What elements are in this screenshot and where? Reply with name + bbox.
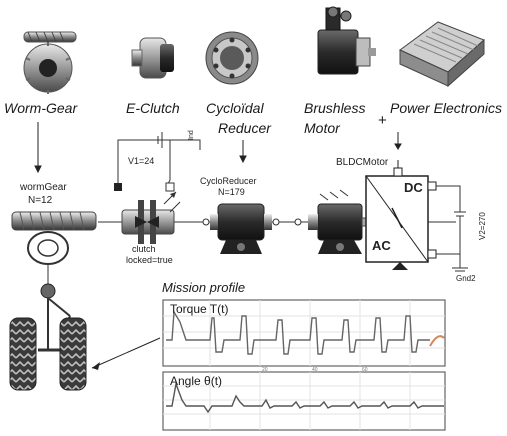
mission-profile-title: Mission profile <box>162 280 246 295</box>
worm-gear-photo-icon <box>23 31 77 94</box>
tick-label-20: 20 <box>262 367 268 373</box>
power-electronics-caption: Power Electronics <box>390 100 503 116</box>
left-wheel-icon <box>9 317 37 391</box>
cycloidal-caption-line2: Reducer <box>218 120 271 136</box>
ind-label: Ind <box>188 130 195 140</box>
e-clutch-caption: E-Clutch <box>126 100 180 116</box>
cyclo-reducer-model <box>202 203 280 254</box>
cycloidal-caption-line1: Cycloïdal <box>206 100 264 116</box>
dc-label: DC <box>404 180 423 195</box>
right-wheel-icon <box>59 317 87 391</box>
dc-ac-converter <box>365 160 468 272</box>
ground-label: Gnd2 <box>456 274 476 283</box>
torque-trace <box>166 309 430 355</box>
bldc-motor-name: BLDCMotor <box>336 157 389 168</box>
torque-chart <box>162 299 446 367</box>
clutch-name: clutch <box>132 244 156 254</box>
brushless-caption-line1: Brushless <box>304 100 366 116</box>
e-clutch-model <box>114 132 201 244</box>
angle-chart <box>162 371 446 431</box>
cycloidal-reducer-photo-icon <box>205 31 259 85</box>
worm-gear-model <box>11 211 97 299</box>
brushless-motor-photo-icon <box>317 6 376 75</box>
cyclo-reducer-param: N=179 <box>218 187 245 197</box>
cyclo-reducer-name: CycloReducer <box>200 176 257 186</box>
angle-chart-label: Angle θ(t) <box>170 374 223 388</box>
brushless-caption-line2: Motor <box>304 120 340 136</box>
profile-pointer <box>91 337 161 369</box>
worm-gear-name: wormGear <box>20 182 67 193</box>
e-clutch-photo-icon <box>131 37 174 79</box>
plus-sign: + <box>378 112 387 129</box>
tick-label-40: 40 <box>312 367 318 373</box>
clutch-param: locked=true <box>126 255 173 265</box>
worm-gear-caption: Worm-Gear <box>4 100 78 116</box>
v2-source-label: V2=270 <box>478 212 487 240</box>
worm-gear-param: N=12 <box>28 195 53 206</box>
torque-chart-label: Torque T(t) <box>170 302 229 316</box>
ac-label: AC <box>372 238 391 253</box>
angle-trace <box>166 381 444 414</box>
power-electronics-photo-icon <box>399 21 485 88</box>
voltage-source-label: V1=24 <box>128 156 155 166</box>
caption-arrows <box>34 122 402 174</box>
tick-label-60: 60 <box>362 367 368 373</box>
